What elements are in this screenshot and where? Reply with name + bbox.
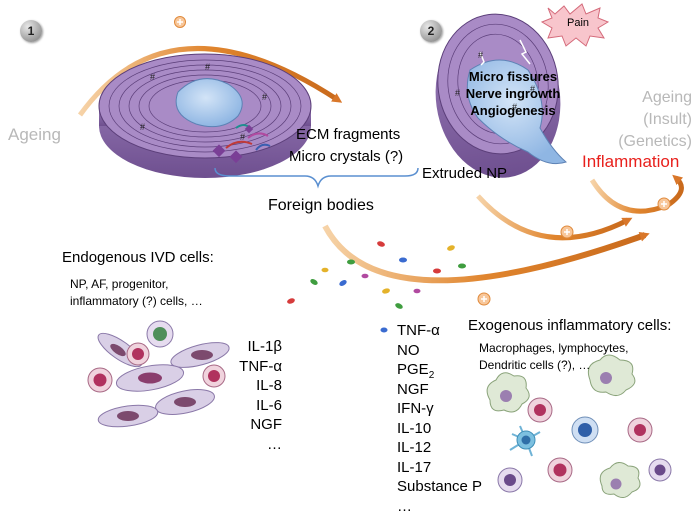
- foreign-bodies-bracket: [214, 167, 419, 189]
- endogenous-mediator: IL-6: [256, 396, 282, 414]
- exogenous-title: Exogenous inflammatory cells:: [468, 317, 672, 334]
- disc-change-line-3: Angiogenesis: [470, 103, 556, 118]
- risk-factors-label: Ageing (Insult) (Genetics): [596, 87, 692, 153]
- exogenous-mediator: IL-12: [397, 439, 432, 456]
- exogenous-desc-line-2: Dendritic cells (?), …: [479, 358, 591, 372]
- mediator-particles: [287, 241, 466, 333]
- disc-changes-label: Micro fissures Nerve ingrowth Angiogenes…: [453, 68, 573, 119]
- svg-text:#: #: [530, 84, 535, 94]
- endogenous-mediator: IL-8: [256, 377, 282, 394]
- svg-text:#: #: [478, 50, 483, 60]
- risk-insult: (Insult): [643, 111, 692, 128]
- exogenous-mediator: IFN-γ: [397, 400, 434, 417]
- inflammation-arrow: [322, 224, 650, 284]
- inflammation-label: Inflammation: [582, 152, 680, 171]
- foreign-bodies-label: Foreign bodies: [268, 197, 374, 214]
- endogenous-title: Endogenous IVD cells:: [62, 249, 214, 266]
- extrusion-arrow: [476, 194, 633, 241]
- degenerated-disc: # # # #: [435, 13, 567, 178]
- risk-ageing: Ageing: [642, 89, 692, 106]
- endogenous-mediator: …: [267, 435, 282, 453]
- pge-subscript: 2: [428, 370, 435, 381]
- endogenous-mediators-list: IL-1β TNF-α IL-8 IL-6 NGF …: [226, 337, 282, 454]
- exogenous-mediator: IL-17: [397, 458, 432, 476]
- exogenous-desc-line-1: Macrophages, lymphocytes,: [479, 341, 629, 355]
- disc-change-line-1: Micro fissures: [468, 69, 558, 84]
- disc-change-line-2: Nerve ingrowth: [465, 86, 561, 101]
- panel-number-2: 2: [420, 20, 442, 42]
- ageing-label: Ageing: [8, 125, 61, 144]
- exogenous-mediators-list: TNF-α NO PGE2 NGF IFN-γ IL-10 IL-12 IL-1…: [397, 321, 482, 516]
- exogenous-mediator: NO: [397, 341, 420, 359]
- svg-text:#: #: [205, 62, 210, 72]
- ageing-arrow: [77, 46, 343, 117]
- micro-crystals-label: Micro crystals (?): [289, 148, 404, 165]
- svg-text:#: #: [455, 88, 460, 98]
- exogenous-mediator-pge: PGE2: [397, 360, 482, 381]
- pain-burst-icon: [540, 3, 610, 47]
- exogenous-mediator: IL-10: [397, 419, 432, 437]
- risk-genetics: (Genetics): [618, 133, 692, 150]
- ecm-fragments-icon: [212, 124, 271, 164]
- plus-icon: [174, 16, 186, 28]
- svg-text:#: #: [240, 132, 245, 142]
- extruded-np-label: Extruded NP: [422, 165, 508, 182]
- pain-label: Pain: [567, 17, 590, 29]
- ecm-fragments-label: ECM fragments: [296, 126, 401, 143]
- svg-text:#: #: [262, 92, 267, 102]
- exogenous-mediator: NGF: [397, 380, 429, 398]
- endogenous-mediator: IL-1β: [247, 338, 282, 355]
- plus-icon: [657, 197, 671, 211]
- endogenous-desc: NP, AF, progenitor, inflammatory (?) cel…: [70, 276, 203, 310]
- svg-text:#: #: [512, 102, 517, 112]
- exogenous-mediator: …: [397, 497, 412, 515]
- endogenous-mediator: NGF: [250, 416, 282, 433]
- plus-icon: [477, 292, 491, 306]
- svg-text:#: #: [150, 72, 155, 82]
- exogenous-mediator: TNF-α: [397, 322, 440, 339]
- panel-number-1: 1: [20, 20, 42, 42]
- endogenous-cells-illustration: [87, 320, 230, 428]
- exogenous-mediator: Substance P: [397, 478, 483, 495]
- exogenous-cells-illustration: [486, 354, 672, 498]
- healthy-disc: # # # # #: [98, 53, 312, 178]
- plus-icon: [560, 225, 574, 239]
- endogenous-desc-line-1: NP, AF, progenitor,: [70, 277, 169, 291]
- pge-label: PGE: [397, 361, 429, 378]
- endogenous-mediator: TNF-α: [239, 357, 282, 375]
- svg-text:#: #: [140, 122, 145, 132]
- exogenous-desc: Macrophages, lymphocytes, Dendritic cell…: [479, 340, 628, 374]
- endogenous-desc-line-2: inflammatory (?) cells, …: [70, 294, 203, 308]
